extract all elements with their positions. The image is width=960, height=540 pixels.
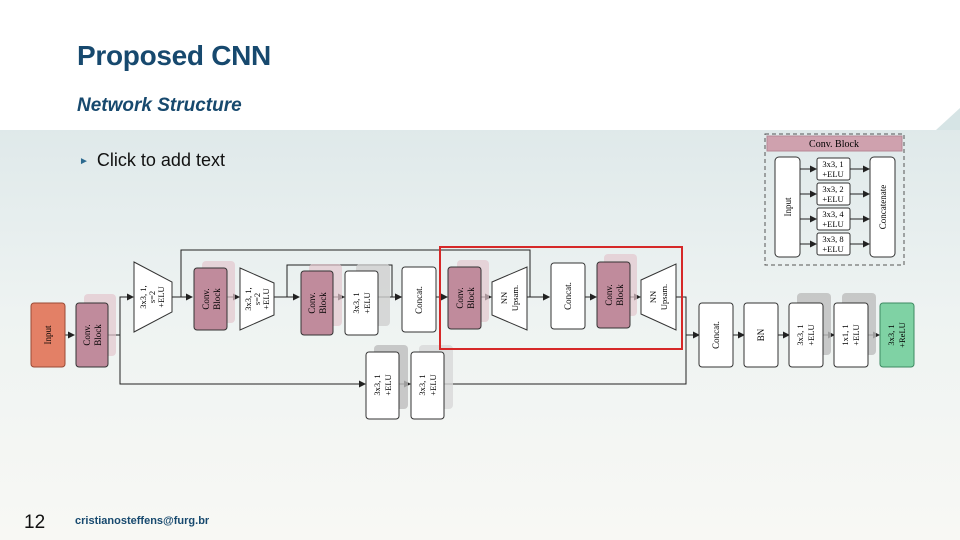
conv-block-node: Conv. Block (300, 264, 342, 336)
page-number: 12 (24, 512, 46, 533)
legend-branch-4-line1: 3x3, 8 (822, 234, 843, 244)
svg-text:Block: Block (466, 287, 476, 309)
text-placeholder[interactable]: ► Click to add text (79, 150, 225, 171)
svg-text:Conv.: Conv. (82, 324, 92, 345)
skip-conv-node: 3x3, 1 +ELU (365, 345, 408, 420)
svg-text:Block: Block (615, 284, 625, 306)
highlight-box (439, 246, 683, 350)
conv-block-node: Conv. Block (596, 254, 637, 329)
svg-text:Upsam.: Upsam. (510, 285, 520, 311)
legend-branch-3-line2: +ELU (822, 219, 843, 229)
svg-text:+ReLU: +ReLU (897, 322, 907, 348)
nn-upsample-node: NN Upsam. (491, 266, 528, 331)
svg-text:Block: Block (93, 324, 103, 346)
svg-text:3x3, 1: 3x3, 1 (351, 292, 361, 313)
svg-text:+ELU: +ELU (362, 292, 372, 313)
svg-text:Conv.: Conv. (201, 288, 211, 309)
svg-text:+ELU: +ELU (428, 374, 438, 395)
svg-text:Conv.: Conv. (604, 284, 614, 305)
bullet-arrow-icon: ► (79, 156, 89, 167)
svg-text:1x1, 1: 1x1, 1 (840, 324, 850, 345)
svg-text:Concat.: Concat. (711, 321, 721, 349)
legend-branch-1-line2: +ELU (822, 169, 843, 179)
svg-text:3x3, 1: 3x3, 1 (417, 374, 427, 395)
slide-title: Proposed CNN (77, 40, 271, 71)
concat-node: Concat. (401, 266, 437, 333)
conv-3x3-node: 3x3, 1 +ELU (344, 264, 390, 336)
output-conv-node: 3x3, 1 +ELU (788, 293, 831, 368)
legend-branch-2-line2: +ELU (822, 194, 843, 204)
concat-node: Concat. (698, 302, 734, 368)
output-conv-node: 1x1, 1 +ELU (833, 293, 876, 368)
svg-text:+ELU: +ELU (806, 324, 816, 345)
svg-text:s=2: s=2 (252, 293, 262, 305)
svg-text:Input: Input (43, 325, 53, 344)
nn-upsample-node: NN Upsam. (640, 263, 677, 331)
placeholder-text: Click to add text (96, 150, 225, 170)
legend-branch-2-line1: 3x3, 2 (822, 184, 843, 194)
legend-concatenate-label: Concatenate (878, 185, 888, 229)
legend-input-label: Input (783, 197, 793, 216)
conv-block-node: Conv. Block (447, 260, 489, 330)
downsample-node: 3x3, 1, s=2 +ELU (133, 261, 173, 333)
corner-decoration (936, 108, 960, 130)
svg-text:3x3, 1: 3x3, 1 (886, 324, 896, 345)
svg-text:Conv.: Conv. (455, 287, 465, 308)
conv-block-node: Conv. Block (193, 261, 235, 331)
batch-norm-node: BN (743, 302, 779, 368)
legend-conv-block: Conv. Block Input 3x3, 1 +ELU 3x3, 2 +EL… (764, 133, 905, 266)
title-area (0, 0, 960, 130)
svg-text:s=2: s=2 (147, 291, 157, 303)
legend-branch-3-line1: 3x3, 4 (822, 209, 844, 219)
svg-text:BN: BN (756, 328, 766, 341)
concat-node: Concat. (550, 262, 586, 330)
output-node: 3x3, 1 +ReLU (879, 302, 915, 368)
svg-text:Concat.: Concat. (563, 282, 573, 310)
svg-text:Block: Block (318, 292, 328, 314)
svg-text:Block: Block (212, 288, 222, 310)
svg-text:+ELU: +ELU (261, 288, 271, 309)
skip-conv-node: 3x3, 1 +ELU (410, 345, 453, 420)
svg-text:Concat.: Concat. (414, 286, 424, 314)
svg-text:NN: NN (499, 292, 509, 304)
svg-text:Upsam.: Upsam. (659, 284, 669, 310)
svg-text:Conv.: Conv. (307, 292, 317, 313)
svg-text:NN: NN (648, 291, 658, 303)
conv-block-node: Conv. Block (75, 294, 116, 368)
svg-text:+ELU: +ELU (383, 374, 393, 395)
svg-text:+ELU: +ELU (156, 286, 166, 307)
downsample-node: 3x3, 1, s=2 +ELU (239, 267, 275, 331)
slide-subtitle: Network Structure (77, 95, 242, 116)
svg-text:3x3, 1,: 3x3, 1, (138, 285, 148, 308)
legend-branch-4-line2: +ELU (822, 244, 843, 254)
svg-text:+ELU: +ELU (851, 324, 861, 345)
footer-email: cristianosteffens@furg.br (75, 515, 210, 527)
input-node: Input (30, 302, 66, 368)
svg-text:3x3, 1: 3x3, 1 (372, 374, 382, 395)
svg-text:3x3, 1: 3x3, 1 (795, 324, 805, 345)
svg-text:3x3, 1,: 3x3, 1, (243, 287, 253, 310)
legend-branch-1-line1: 3x3, 1 (822, 159, 843, 169)
legend-title: Conv. Block (809, 139, 859, 150)
